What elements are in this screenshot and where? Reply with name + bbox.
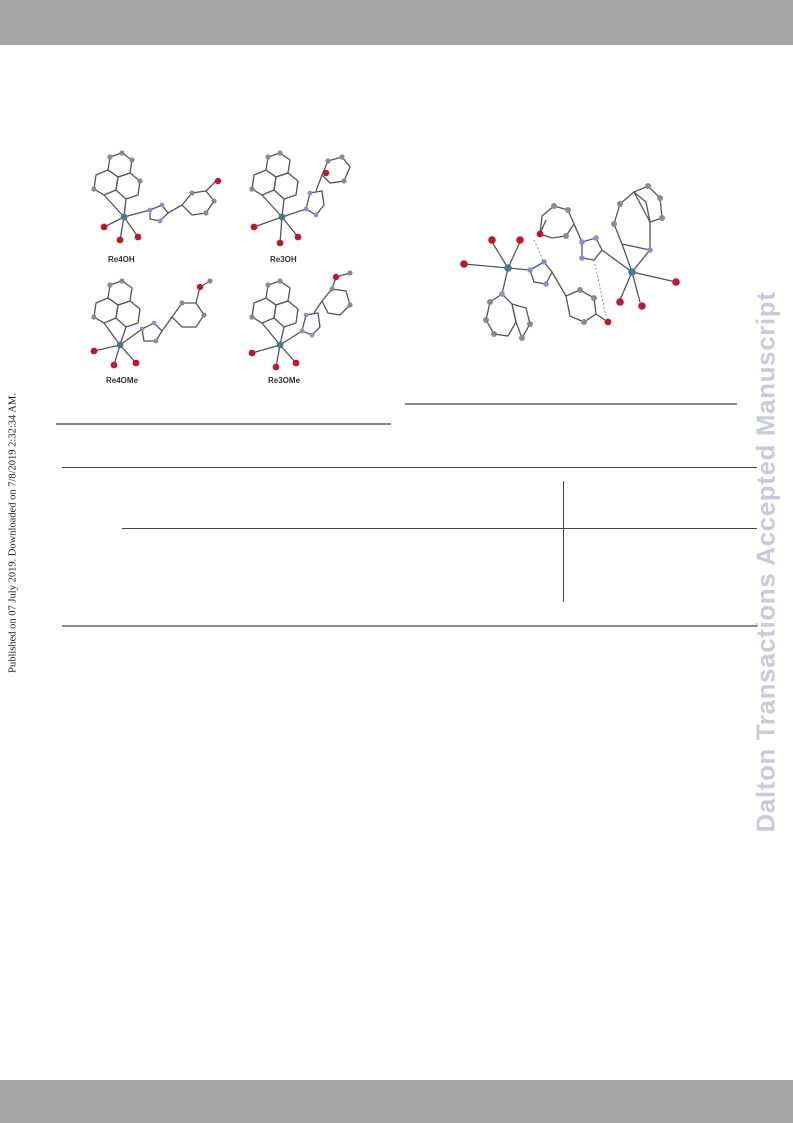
crystal-structures-figure: Re4OH Re3OH Re4OMe Re3OMe (80, 145, 380, 390)
table-bottom-rule (62, 625, 757, 627)
label-re4oh: Re4OH (108, 255, 135, 264)
dimer-diagram (460, 183, 680, 341)
label-re4ome: Re4OMe (106, 376, 139, 385)
figure-left-rule (56, 423, 391, 425)
footer-bar (0, 1080, 793, 1123)
atoms (90, 150, 353, 371)
structure-re3oh (251, 152, 351, 244)
structure-re3ome (251, 272, 351, 368)
dimer-packing-figure (450, 180, 700, 375)
table-top-rule (62, 467, 757, 468)
table-column-divider (563, 481, 564, 602)
ortep-diagrams (90, 150, 353, 371)
label-re3oh: Re3OH (270, 255, 297, 264)
figure-right-rule (405, 403, 737, 405)
table-header-rule (122, 528, 757, 529)
header-bar (0, 0, 793, 45)
label-re3ome: Re3OMe (268, 376, 301, 385)
structure-re4oh (93, 152, 217, 241)
